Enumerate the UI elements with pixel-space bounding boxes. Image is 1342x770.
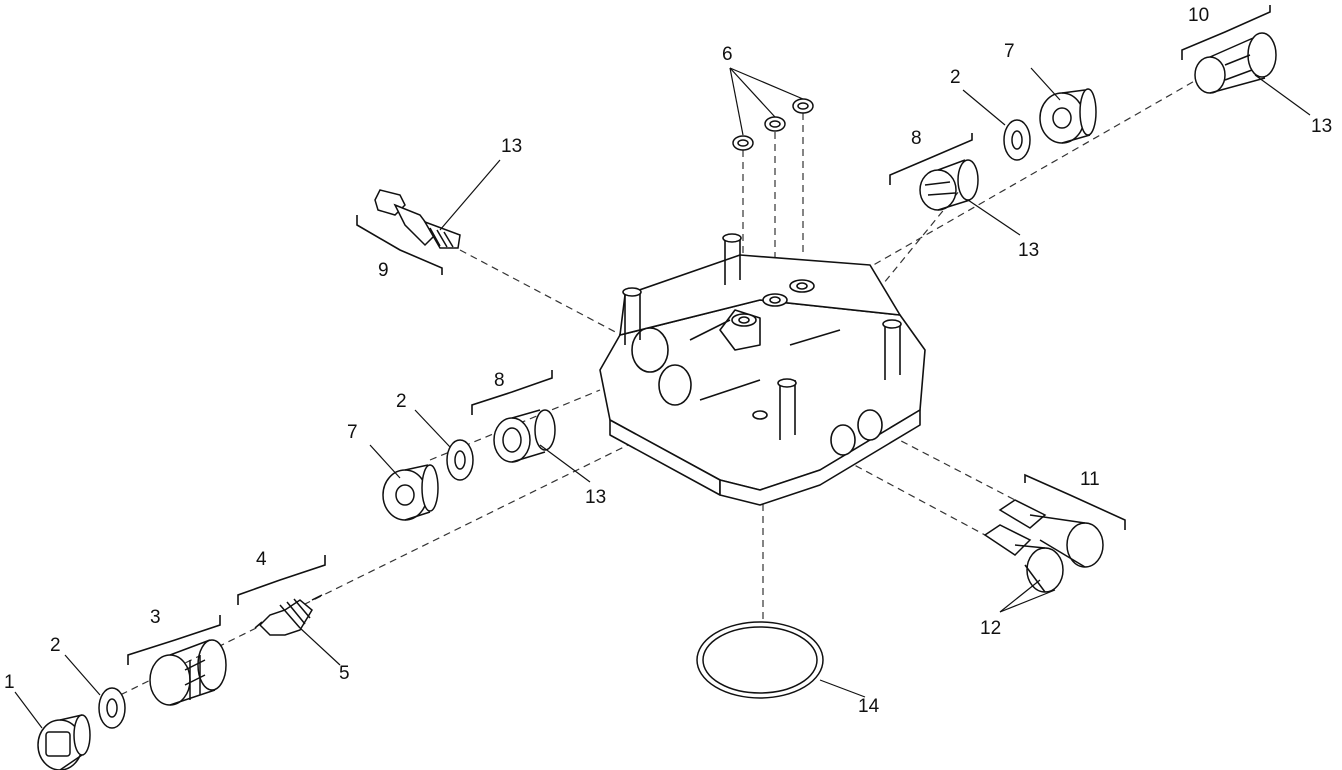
callout-2: 2 [50,635,61,656]
callout-10: 10 [1188,5,1210,26]
valve-8-upper [919,159,979,211]
cap-7-upper [1039,88,1097,144]
callout-9: 9 [378,260,389,281]
valve-10 [1194,32,1277,94]
o-ring-14 [696,621,824,699]
valve-assembly-3 [149,639,227,706]
washer-2-lower [98,687,126,729]
group-brackets [127,5,1271,665]
washer-2-upper [1003,119,1031,161]
callout-6: 6 [722,44,733,65]
callout-11: 11 [1080,469,1100,490]
pump-head-housing [599,233,926,506]
callout-13: 13 [1311,116,1333,137]
callout-2: 2 [950,67,961,88]
sensor-9 [374,189,461,249]
callout-2: 2 [396,391,407,412]
o-rings-6 [732,98,814,151]
valve-pair-11 [983,499,1104,593]
plug-1 [37,714,91,770]
callout-14: 14 [858,696,880,717]
callout-8: 8 [911,128,922,149]
callout-13: 13 [1018,240,1040,261]
leader-lines [14,67,1311,729]
callout-8: 8 [494,370,505,391]
callout-7: 7 [1004,41,1015,62]
callout-5: 5 [339,663,350,684]
valve-spring-5 [254,594,323,636]
callout-4: 4 [256,549,267,570]
callout-13: 13 [501,136,523,157]
callout-7: 7 [347,422,358,443]
callout-3: 3 [150,607,161,628]
callout-13: 13 [585,487,607,508]
valve-8-lower [493,409,556,463]
callout-1: 1 [4,672,15,693]
cap-7-lower [382,464,439,521]
callout-12: 12 [980,618,1002,639]
washer-2-middle [446,439,474,481]
